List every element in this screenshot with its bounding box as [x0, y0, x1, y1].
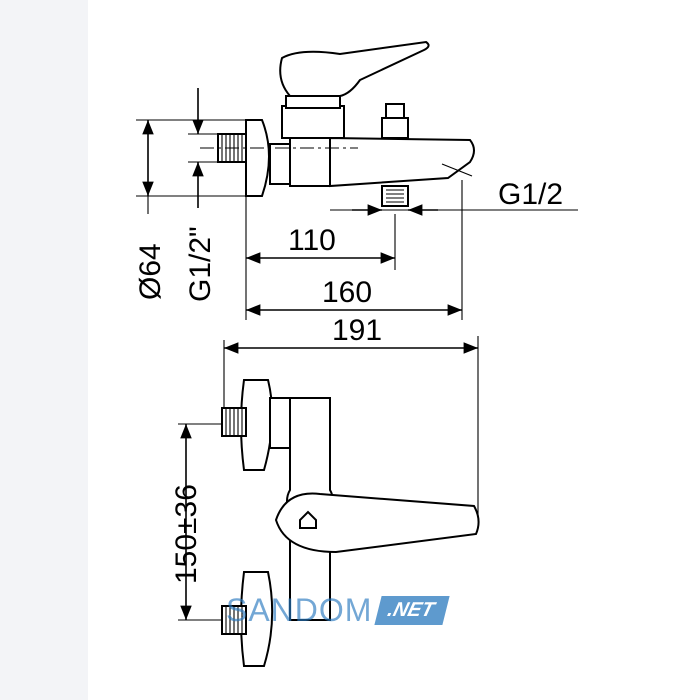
mixer-body — [289, 137, 331, 187]
watermark-brand: SANDOM — [226, 591, 373, 628]
dim-inlet-thread: G1/2" — [184, 88, 218, 302]
upper-nut — [269, 397, 293, 449]
watermark-tld: .NET — [374, 595, 450, 625]
watermark-logo: SANDOM .NET — [226, 591, 450, 628]
dim-horizontal-set: 110 160 191 — [223, 180, 479, 520]
dim-diameter: Ø64 — [134, 119, 246, 300]
dim-centre-distance: 150±36 — [170, 423, 222, 621]
label-110: 110 — [288, 224, 336, 257]
hex-nut — [269, 143, 291, 185]
plan-view — [221, 379, 480, 667]
wall-flange — [245, 119, 270, 197]
label-160: 160 — [322, 276, 372, 309]
outlet-thread — [381, 185, 409, 207]
cartridge-housing — [281, 105, 345, 139]
dim-outlet-thread: G1/2 — [330, 178, 578, 216]
label-191: 191 — [332, 314, 382, 347]
diverter-stem — [381, 117, 409, 139]
side-view — [200, 40, 475, 207]
cartridge-ring — [285, 95, 341, 109]
lever-plan — [274, 492, 480, 554]
lower-flange — [240, 571, 274, 667]
label-centre-distance: 150±36 — [170, 484, 203, 584]
spout — [329, 136, 475, 188]
label-inlet-thread: G1/2" — [184, 226, 217, 302]
diverter-knob — [385, 103, 405, 119]
label-outlet-thread: G1/2 — [498, 178, 563, 211]
emblem-icon — [299, 510, 317, 529]
lever-handle — [279, 40, 430, 97]
label-diameter: Ø64 — [134, 243, 167, 300]
